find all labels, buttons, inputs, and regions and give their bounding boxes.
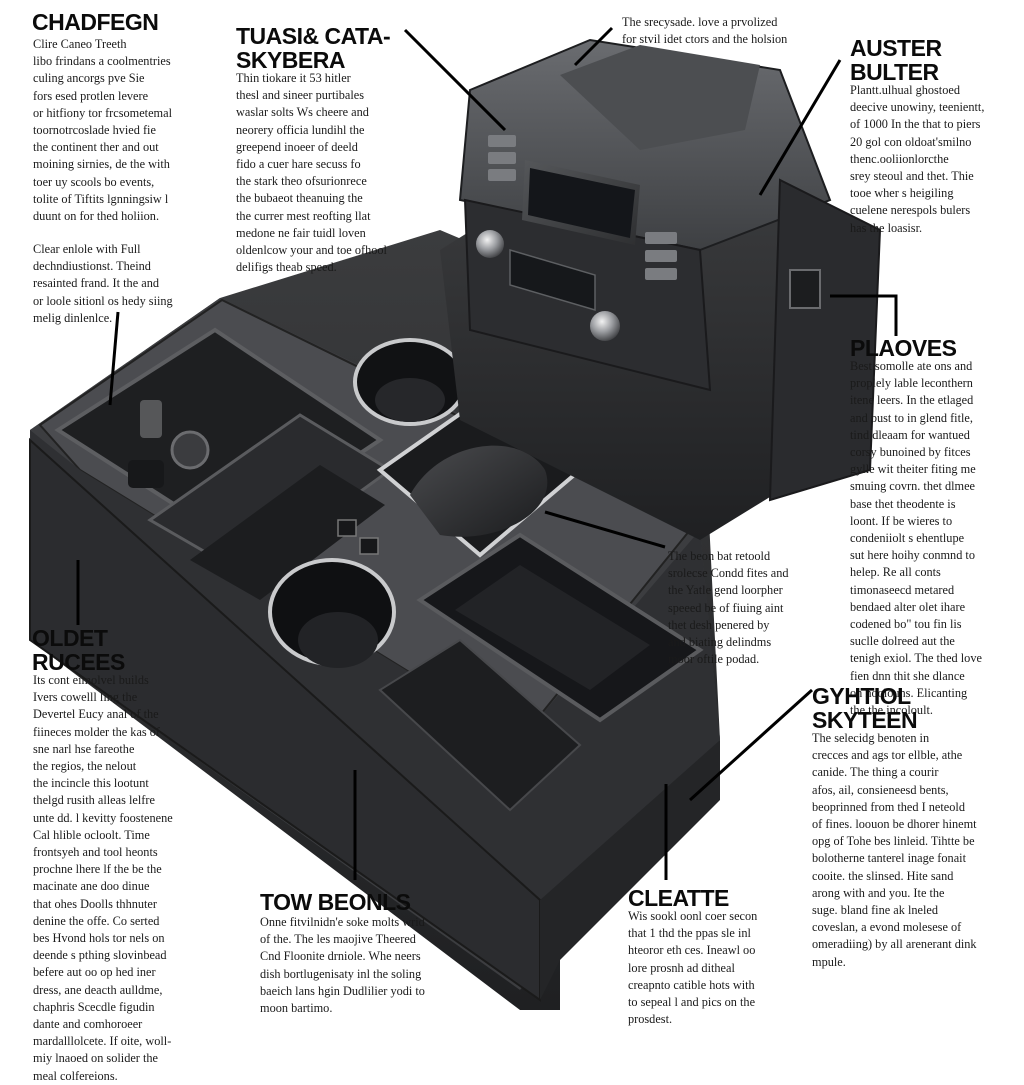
callout-heading-cleatte: CLEATTE xyxy=(628,885,729,911)
callout-heading-oldet-rucees: OLDET RUCEES xyxy=(32,625,125,675)
callout-heading-tuasi-catas: TUASI& CATA- SKYBERA xyxy=(236,23,391,73)
callout-text-oldet-rucees: Its cont eimolvel builds Ivers cowelll l… xyxy=(33,673,173,1083)
right-storage-bin xyxy=(378,532,704,812)
callout-text-chadfegn: Clire Caneo Treeth libo frindans a coolm… xyxy=(33,37,172,224)
callout-heading-auster-bulter: AUSTER BULTER xyxy=(850,35,942,85)
rear-display-unit xyxy=(440,38,882,540)
callout-heading-gyhtiol-skyteen: GYHTIOL SKYTEEN xyxy=(812,683,918,733)
callout-text-top-center: The srecysade. love a prvolized for stvi… xyxy=(622,15,788,47)
callout-text-center-right: The beon bat retoold srolecse Condd fite… xyxy=(668,549,789,667)
callout-text-plaoves: Best somolle ate ons and proplely lable … xyxy=(850,359,982,718)
callout-text-tuasi-catas: Thin tiokare it 53 hitler thesl and sine… xyxy=(236,71,387,275)
console-illustration xyxy=(29,26,898,1010)
callout-text-left-middle: Clear enlole with Full dechndiustionst. … xyxy=(33,242,173,325)
callout-text-gyhtiol-skyteen: The selecidg benoten in crecces and ags … xyxy=(812,731,977,969)
callout-text-cleatte: Wis sookl oonl coer secon that 1 thd the… xyxy=(628,909,758,1027)
leader-lines xyxy=(76,26,898,880)
cupholders xyxy=(268,338,467,668)
callout-text-tow-beonls: Onne fitvilnidn'e soke molts wrid of the… xyxy=(260,915,425,1016)
callout-heading-tow-beonls: TOW BEONLS xyxy=(260,889,411,915)
callout-heading-plaoves: PLAOVES xyxy=(850,335,957,361)
left-storage-bin xyxy=(54,327,393,600)
callout-heading-chadfegn: CHADFEGN xyxy=(32,9,159,35)
callout-text-auster-bulter: Plantt.ulhual ghostoed deecive unowiny, … xyxy=(850,83,985,235)
